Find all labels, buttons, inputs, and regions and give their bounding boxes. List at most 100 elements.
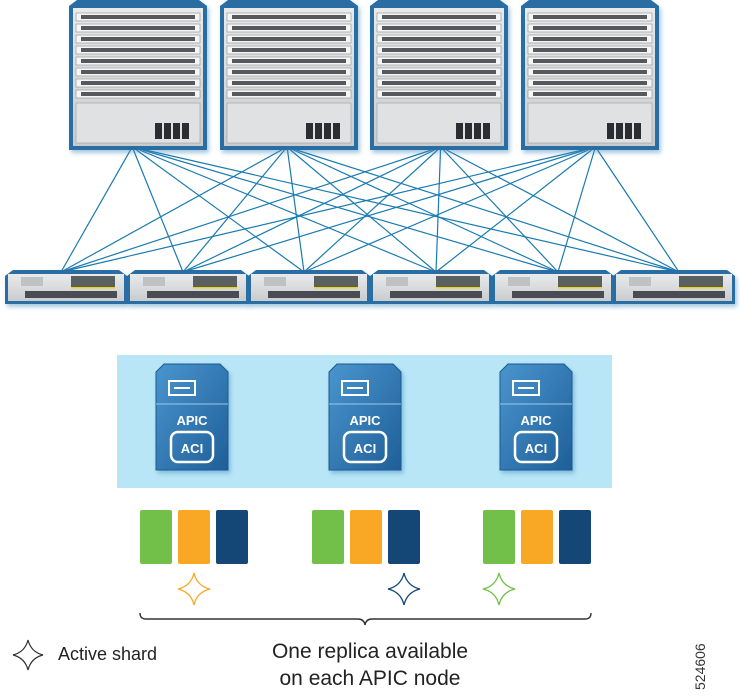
leaf-6 <box>613 270 735 304</box>
leaf-panel <box>508 277 530 286</box>
line-card-ports <box>533 59 647 63</box>
line-card-ports <box>232 26 346 30</box>
line-card-ports <box>81 15 195 19</box>
link-spine-3-leaf-4 <box>435 149 442 273</box>
line-card-ports <box>533 26 647 30</box>
spine-2 <box>220 0 358 150</box>
apic-node-1: APIC ACI <box>155 363 229 471</box>
fan-module <box>465 123 472 139</box>
leaf-panel <box>629 277 651 286</box>
aci-label: ACI <box>181 441 203 456</box>
shard-orange-node-1 <box>178 510 210 564</box>
link-spine-1-leaf-5 <box>142 149 559 273</box>
line-card-ports <box>81 59 195 63</box>
leaf-access-ports <box>268 291 360 298</box>
shard-green-node-2 <box>312 510 344 564</box>
link-spine-3-leaf-3 <box>303 149 438 273</box>
leaf-uplink-ports <box>679 276 723 287</box>
fan-module <box>333 123 340 139</box>
spine-4 <box>521 0 659 150</box>
leaf-panel <box>21 277 43 286</box>
leaf-led-strip <box>436 287 480 289</box>
spine-1 <box>69 0 207 150</box>
leaf-access-ports <box>512 291 604 298</box>
link-spine-3-leaf-2 <box>182 149 435 273</box>
line-card-ports <box>81 92 195 96</box>
leaf-2 <box>127 270 249 304</box>
line-card-ports <box>81 48 195 52</box>
leaf-access-ports <box>147 291 239 298</box>
apic-label: APIC <box>520 413 552 428</box>
line-card-ports <box>382 59 496 63</box>
link-spine-1-leaf-6 <box>145 149 680 273</box>
leaf-led-strip <box>71 287 115 289</box>
shard-navy-node-1 <box>216 510 248 564</box>
leaf-access-ports <box>390 291 482 298</box>
link-spine-2-leaf-5 <box>293 149 559 273</box>
fan-module <box>607 123 614 139</box>
line-card-ports <box>533 15 647 19</box>
supervisor-area <box>376 102 502 144</box>
line-card-ports <box>533 37 647 41</box>
leaf-panel <box>386 277 408 286</box>
link-spine-4-leaf-6 <box>597 149 680 273</box>
supervisor-area <box>75 102 201 144</box>
fan-module <box>483 123 490 139</box>
leaf-1 <box>5 270 127 304</box>
link-spine-1-leaf-1 <box>60 149 132 273</box>
apic-server-body <box>328 363 402 471</box>
line-card-ports <box>533 92 647 96</box>
line-card-ports <box>232 37 346 41</box>
fan-module <box>182 123 189 139</box>
leaf-access-ports <box>633 291 725 298</box>
leaf-uplink-ports <box>314 276 358 287</box>
leaf-switches <box>5 270 735 304</box>
shard-replicas <box>140 510 591 606</box>
fan-module <box>155 123 162 139</box>
leaf-panel <box>143 277 165 286</box>
fan-module <box>164 123 171 139</box>
caption: One replica available on each APIC node <box>230 638 510 692</box>
link-spine-3-leaf-1 <box>60 149 432 273</box>
line-card-ports <box>232 81 346 85</box>
leaf-led-strip <box>679 287 723 289</box>
link-spine-3-leaf-6 <box>446 149 680 273</box>
spine-switches <box>69 0 659 150</box>
line-card-ports <box>81 26 195 30</box>
line-card-ports <box>232 15 346 19</box>
fan-module <box>315 123 322 139</box>
link-spine-2-leaf-2 <box>182 149 285 273</box>
supervisor-area <box>527 102 653 144</box>
shard-green-node-3 <box>483 510 515 564</box>
apic-label: APIC <box>176 413 208 428</box>
grouping-brace <box>139 612 592 626</box>
fan-module <box>173 123 180 139</box>
active-shard-star-icon <box>482 572 516 606</box>
link-spine-4-leaf-1 <box>60 149 583 273</box>
link-spine-4-leaf-5 <box>557 149 596 273</box>
leaf-3 <box>248 270 370 304</box>
link-spine-4-leaf-4 <box>435 149 592 273</box>
leaf-panel <box>264 277 286 286</box>
line-card-ports <box>232 48 346 52</box>
shard-navy-node-2 <box>388 510 420 564</box>
fan-module <box>324 123 331 139</box>
line-card-ports <box>382 26 496 30</box>
line-card-ports <box>382 15 496 19</box>
leaf-uplink-ports <box>558 276 602 287</box>
line-card-ports <box>382 92 496 96</box>
link-spine-1-leaf-2 <box>132 149 184 273</box>
shard-orange-node-3 <box>521 510 553 564</box>
line-card-ports <box>533 70 647 74</box>
link-spine-3-leaf-5 <box>443 149 559 273</box>
legend-star-icon <box>12 639 44 671</box>
leaf-led-strip <box>193 287 237 289</box>
leaf-led-strip <box>314 287 358 289</box>
line-card-ports <box>533 81 647 85</box>
aci-cycle-icon <box>513 430 559 464</box>
link-spine-2-leaf-4 <box>290 149 437 273</box>
leaf-uplink-ports <box>71 276 115 287</box>
drive-bay-icon <box>168 380 196 396</box>
